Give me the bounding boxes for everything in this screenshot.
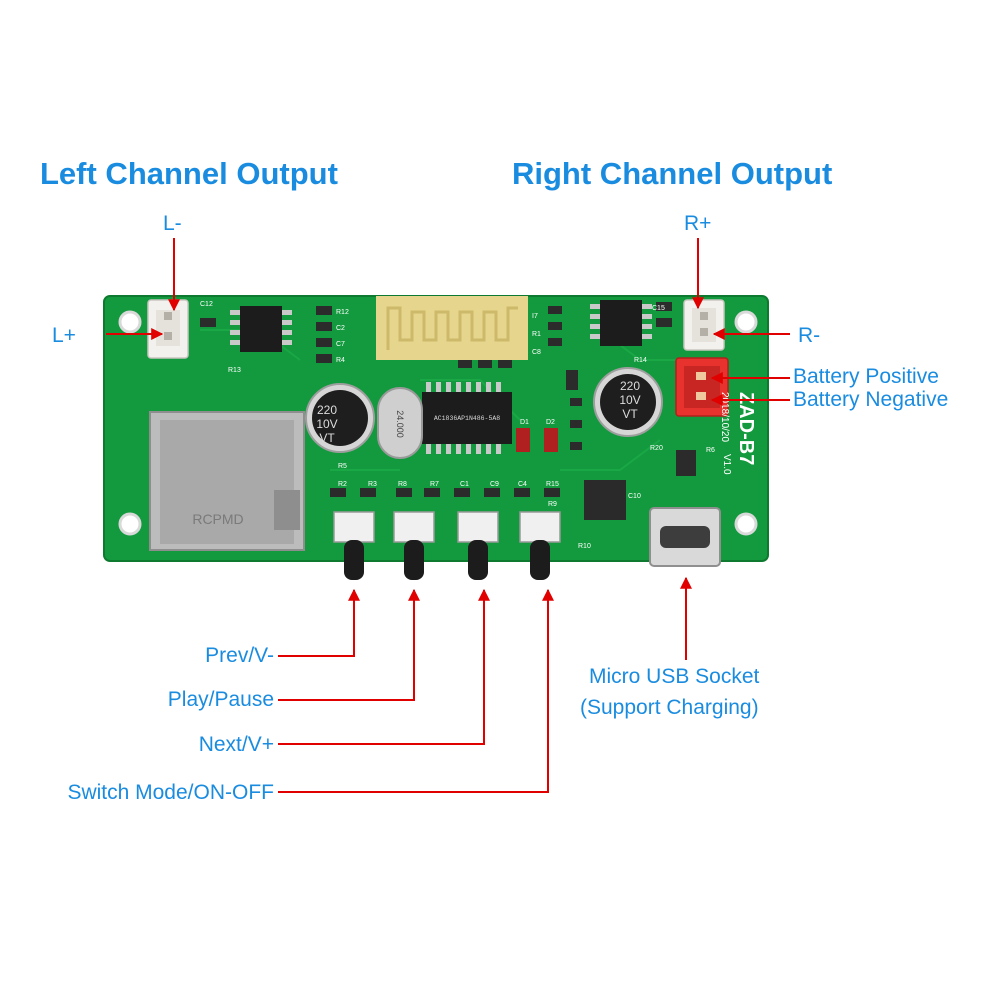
left-amplifier-chip bbox=[230, 306, 292, 352]
arrow-play bbox=[278, 588, 420, 701]
crystal-marking: 24.000 bbox=[395, 410, 405, 438]
left-channel-heading: Left Channel Output bbox=[40, 156, 338, 191]
button-play-body bbox=[393, 511, 435, 580]
ref-r5: R5 bbox=[338, 463, 347, 470]
cap-left-line3: VT bbox=[319, 431, 335, 445]
cap-left-line1: 220 bbox=[317, 403, 337, 417]
ref-i7: I7 bbox=[532, 313, 538, 320]
label-r-minus: R- bbox=[798, 324, 821, 347]
ref-r3: R3 bbox=[368, 481, 377, 488]
ref-r10: R10 bbox=[578, 543, 591, 550]
label-prev: Prev/V- bbox=[205, 644, 274, 667]
button-prev-body bbox=[333, 511, 375, 580]
right-amplifier-chip bbox=[590, 300, 652, 346]
label-switch-mode: Switch Mode/ON-OFF bbox=[67, 781, 274, 804]
crystal-oscillator: 24.000 bbox=[377, 387, 423, 459]
ref-r1: R1 bbox=[532, 331, 541, 338]
label-l-minus: L- bbox=[163, 212, 182, 235]
smd-components bbox=[200, 302, 696, 520]
cap-right-line2: 10V bbox=[619, 393, 640, 407]
ref-r12: R12 bbox=[336, 309, 349, 316]
ref-c15: C15 bbox=[652, 305, 665, 312]
silkscreen: ZAD-B7 2018/10/20 V1.0 C12 R12 C2 C7 R4 … bbox=[200, 301, 757, 550]
ref-r13: R13 bbox=[228, 367, 241, 374]
right-channel-heading: Right Channel Output bbox=[512, 156, 833, 191]
ref-c1: C1 bbox=[460, 481, 469, 488]
cap-left-line2: 10V bbox=[316, 417, 337, 431]
ref-r14: R14 bbox=[634, 357, 647, 364]
button-next-body bbox=[457, 511, 499, 580]
mounting-holes bbox=[118, 310, 758, 536]
ref-d1: D1 bbox=[520, 419, 529, 426]
board-model-text: ZAD-B7 bbox=[735, 392, 757, 465]
ref-r8: R8 bbox=[398, 481, 407, 488]
label-r-plus: R+ bbox=[684, 212, 712, 235]
ref-d2: D2 bbox=[546, 419, 555, 426]
arrow-switch bbox=[278, 588, 554, 793]
label-usb-line1: Micro USB Socket bbox=[589, 665, 760, 688]
main-bluetooth-chip: AC1836AP1N486-5A8 bbox=[422, 382, 512, 454]
ref-c7: C7 bbox=[336, 341, 345, 348]
ref-c2: C2 bbox=[336, 325, 345, 332]
micro-usb-socket bbox=[649, 507, 721, 567]
ref-c9: C9 bbox=[490, 481, 499, 488]
left-capacitor: 220 10V VT bbox=[305, 383, 375, 453]
chip-marking: AC1836AP1N486-5A8 bbox=[434, 415, 500, 422]
ref-c8: C8 bbox=[532, 349, 541, 356]
cap-right-line3: VT bbox=[622, 407, 638, 421]
right-capacitor: 220 10V VT bbox=[593, 367, 663, 437]
sd-slot-marking: RCPMD bbox=[192, 511, 243, 527]
ref-r4: R4 bbox=[336, 357, 345, 364]
label-l-plus: L+ bbox=[52, 324, 76, 347]
label-battery-positive: Battery Positive bbox=[793, 365, 939, 388]
callout-arrows bbox=[106, 238, 790, 793]
ref-r9: R9 bbox=[548, 501, 557, 508]
ref-r20: R20 bbox=[650, 445, 663, 452]
board-version-text: V1.0 bbox=[721, 454, 732, 475]
sd-card-slot: RCPMD bbox=[149, 411, 305, 551]
ref-c4: C4 bbox=[518, 481, 527, 488]
label-next: Next/V+ bbox=[198, 733, 274, 756]
ref-c10: C10 bbox=[628, 493, 641, 500]
ref-r2: R2 bbox=[338, 481, 347, 488]
button-switch-body bbox=[519, 511, 561, 580]
label-battery-negative: Battery Negative bbox=[793, 388, 949, 411]
ref-r7: R7 bbox=[430, 481, 439, 488]
arrow-prev bbox=[278, 588, 360, 657]
right-channel-connector bbox=[683, 299, 725, 351]
cap-right-line1: 220 bbox=[620, 379, 640, 393]
label-usb-line2: (Support Charging) bbox=[580, 696, 759, 719]
ref-r6: R6 bbox=[706, 447, 715, 454]
arrow-next bbox=[278, 588, 490, 745]
label-play-pause: Play/Pause bbox=[167, 688, 274, 711]
tact-buttons bbox=[333, 511, 561, 580]
bluetooth-antenna bbox=[376, 296, 528, 360]
ref-r15: R15 bbox=[546, 481, 559, 488]
left-channel-connector bbox=[147, 299, 189, 359]
ref-c12: C12 bbox=[200, 301, 213, 308]
board-date-text: 2018/10/20 bbox=[719, 392, 730, 442]
